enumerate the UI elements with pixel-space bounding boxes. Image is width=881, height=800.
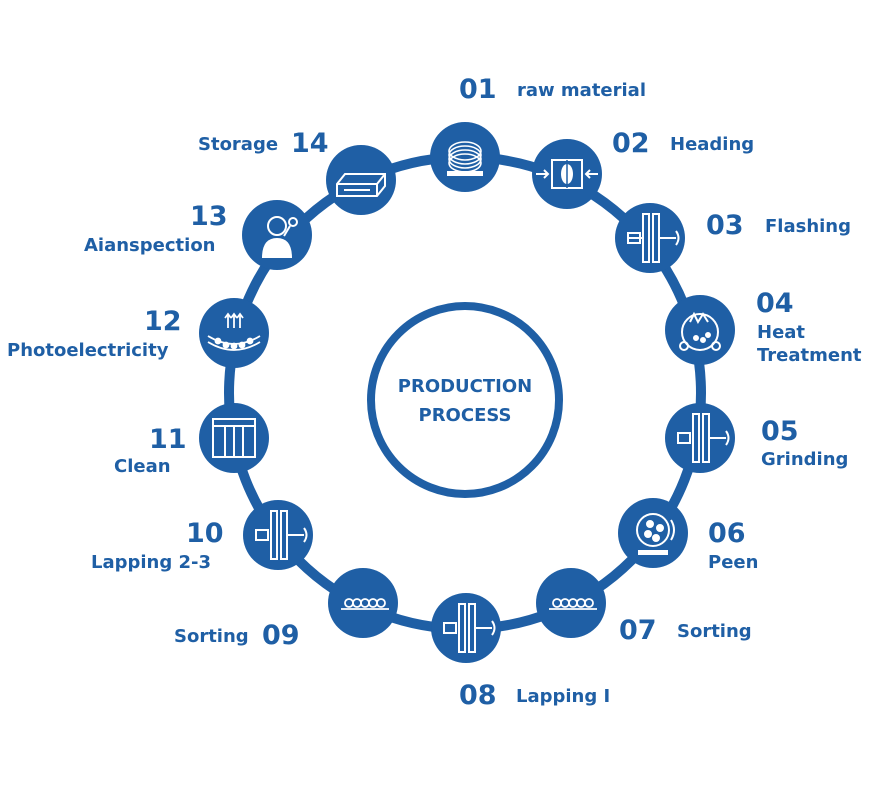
step-06-node — [618, 498, 688, 568]
step-13-number: 13 — [190, 201, 228, 232]
step-06-name: Peen — [708, 552, 759, 573]
step-03-number: 03 — [706, 210, 744, 241]
step-10-number: 10 — [186, 518, 224, 549]
inspector-icon — [262, 216, 298, 258]
step-08-node — [431, 593, 501, 663]
step-14-name: Storage — [198, 134, 279, 155]
center-circle — [367, 302, 563, 498]
step-14-node — [326, 145, 396, 215]
step-07-name: Sorting — [677, 621, 752, 642]
step-10-node — [243, 500, 313, 570]
step-01-node — [430, 122, 500, 192]
step-02-number: 02 — [612, 128, 650, 159]
step-05-node — [665, 403, 735, 473]
step-06-number: 06 — [708, 518, 746, 549]
step-09-number: 09 — [262, 620, 300, 651]
center-title: PRODUCTION PROCESS — [371, 378, 559, 425]
grinding-plates-icon — [677, 413, 730, 463]
center-title-line1: PRODUCTION — [397, 376, 533, 397]
step-11-number: 11 — [149, 424, 187, 455]
step-02-name: Heading — [670, 134, 755, 155]
step-05-number: 05 — [761, 416, 799, 447]
step-11-node — [199, 403, 269, 473]
step-12-node — [199, 298, 269, 368]
step-08-name: Lapping I — [516, 686, 611, 707]
lapping-plates-icon — [443, 603, 496, 653]
cleaning-tank-icon — [212, 418, 256, 458]
storage-crate-icon — [336, 173, 386, 197]
step-07-node — [536, 568, 606, 638]
photoelectric-conveyor-icon — [207, 312, 261, 351]
ball-row-icon — [341, 598, 389, 610]
step-03-name: Flashing — [765, 216, 852, 237]
step-08-number: 08 — [459, 680, 497, 711]
step-01-number: 01 — [459, 74, 497, 105]
center-title-line2: PROCESS — [418, 405, 512, 426]
step-05-name: Grinding — [761, 449, 849, 470]
step-09-name: Sorting — [174, 626, 249, 647]
step-04-name-line2: Treatment — [757, 345, 862, 366]
step-04-name-line1: Heat — [757, 322, 806, 343]
step-10-name: Lapping 2-3 — [91, 552, 212, 573]
step-01-name: raw material — [517, 80, 646, 101]
flashing-plates-icon — [627, 213, 680, 263]
lapping-plates-icon — [255, 510, 308, 560]
step-09-node — [328, 568, 398, 638]
furnace-icon — [679, 311, 721, 351]
heading-press-icon — [536, 159, 598, 189]
coil-icon — [447, 141, 483, 176]
step-12-number: 12 — [144, 306, 182, 337]
peen-drum-icon — [636, 513, 675, 555]
step-07-number: 07 — [619, 615, 657, 646]
step-13-node — [242, 200, 312, 270]
step-02-node — [532, 139, 602, 209]
step-14-number: 14 — [291, 128, 329, 159]
step-04-node — [665, 295, 735, 365]
step-11-name: Clean — [114, 456, 171, 477]
step-12-name: Photoelectricity — [7, 340, 169, 361]
ball-row-icon — [549, 598, 597, 610]
step-03-node — [615, 203, 685, 273]
step-04-number: 04 — [756, 288, 794, 319]
step-13-name: Aianspection — [84, 235, 216, 256]
